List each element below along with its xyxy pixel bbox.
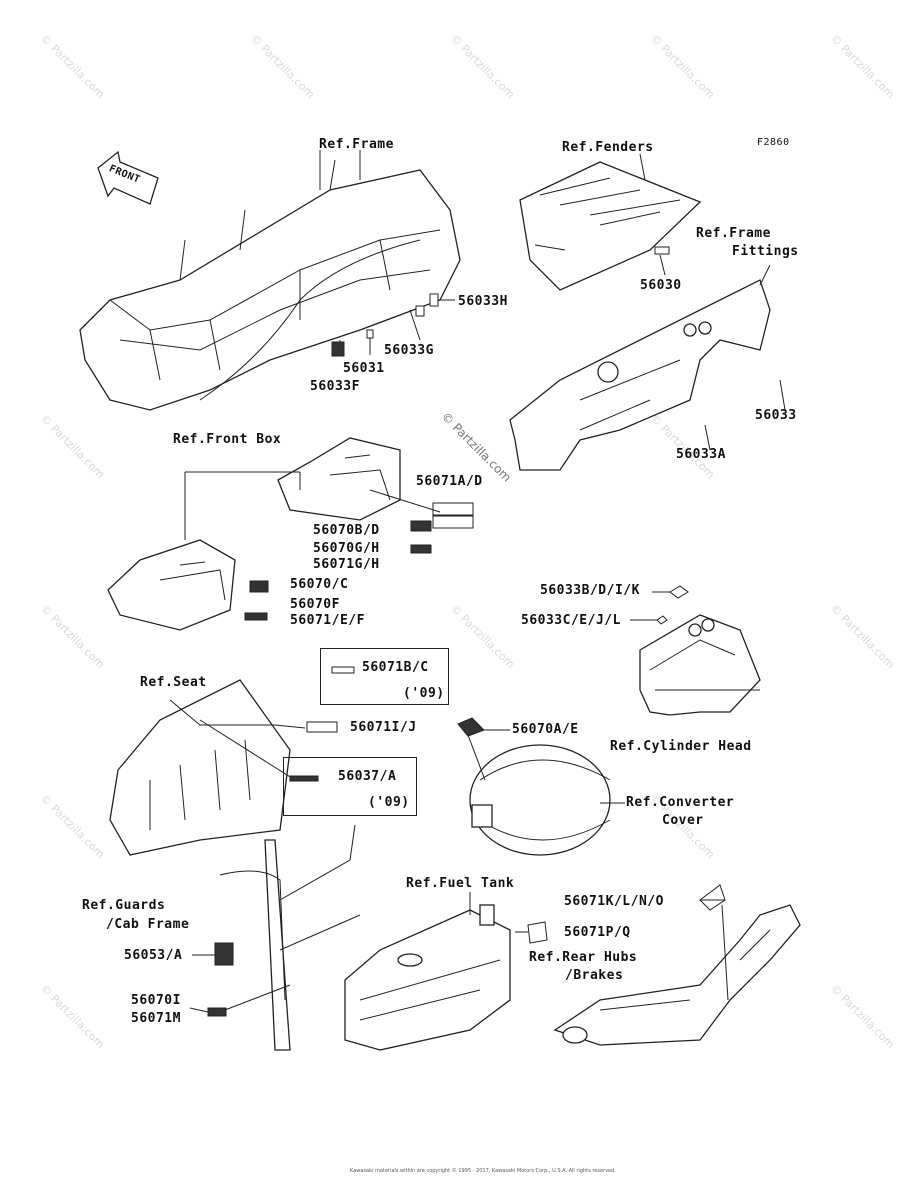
part-56071pq[interactable]: 56071P/Q (564, 925, 631, 940)
ref-rear-hubs-label-2: /Brakes (565, 968, 624, 983)
rear-hubs-drawing (553, 904, 801, 1046)
year-09-b: ('09) (368, 795, 410, 810)
part-56071gh[interactable]: 56071G/H (313, 557, 380, 572)
front-arrow-icon (97, 150, 159, 205)
part-56071ad[interactable]: 56071A/D (416, 474, 483, 489)
ref-fuel-tank-label: Ref.Fuel Tank (406, 876, 515, 891)
part-56071ij[interactable]: 56071I/J (350, 720, 417, 735)
ref-front-box-label: Ref.Front Box (173, 432, 282, 447)
fenders-drawing (519, 161, 702, 291)
fuel-tank-drawing (344, 904, 511, 1051)
converter-cover-drawing (469, 744, 611, 856)
copyright-footer: Kawasaki materials within are copyright … (350, 1168, 616, 1174)
frame-drawing (79, 150, 461, 411)
ref-guards-label-1: Ref.Guards (82, 898, 166, 913)
part-56053a[interactable]: 56053/A (124, 948, 183, 963)
part-56070i[interactable]: 56070I (131, 993, 181, 1008)
part-56030[interactable]: 56030 (640, 278, 682, 293)
ref-seat-label: Ref.Seat (140, 675, 207, 690)
ref-converter-label-1: Ref.Converter (626, 795, 735, 810)
diagram-code: F2860 (757, 137, 790, 148)
ref-guards-label-2: /Cab Frame (106, 917, 190, 932)
part-56033f[interactable]: 56033F (310, 379, 360, 394)
ref-frame-fittings-label-1: Ref.Frame (696, 226, 771, 241)
ref-rear-hubs-label-1: Ref.Rear Hubs (529, 950, 638, 965)
ref-fenders-label: Ref.Fenders (562, 140, 654, 155)
year-09-a: ('09) (403, 686, 445, 701)
part-56037a[interactable]: 56037/A (338, 769, 397, 784)
part-56071m[interactable]: 56071M (131, 1011, 181, 1026)
part-56071bc[interactable]: 56071B/C (362, 660, 429, 675)
callout-box-56071bc (320, 648, 449, 705)
ref-converter-label-2: Cover (662, 813, 704, 828)
part-56071klno[interactable]: 56071K/L/N/O (564, 894, 664, 909)
part-56070gh[interactable]: 56070G/H (313, 541, 380, 556)
part-56070bd[interactable]: 56070B/D (313, 523, 380, 538)
front-box-upper-drawing (277, 437, 401, 521)
part-56033a[interactable]: 56033A (676, 447, 726, 462)
ref-cylinder-head-label: Ref.Cylinder Head (610, 739, 752, 754)
part-56033h[interactable]: 56033H (458, 294, 508, 309)
frame-fittings-drawing (509, 279, 771, 471)
part-56031[interactable]: 56031 (343, 361, 385, 376)
part-56070f[interactable]: 56070F (290, 597, 340, 612)
part-56033g[interactable]: 56033G (384, 343, 434, 358)
part-56033[interactable]: 56033 (755, 408, 797, 423)
seat-drawing (109, 679, 291, 856)
part-56033cejl[interactable]: 56033C/E/J/L (521, 613, 621, 628)
guards-drawing (219, 824, 361, 1051)
ref-frame-label: Ref.Frame (319, 137, 394, 152)
ref-frame-fittings-label-2: Fittings (732, 244, 799, 259)
part-56071ef[interactable]: 56071/E/F (290, 613, 365, 628)
front-box-lower-drawing (107, 539, 236, 631)
callout-box-56037a (283, 757, 417, 816)
part-56070c[interactable]: 56070/C (290, 577, 349, 592)
part-56070ae[interactable]: 56070A/E (512, 722, 579, 737)
cylinder-head-drawing (639, 614, 761, 716)
part-56033bdik[interactable]: 56033B/D/I/K (540, 583, 640, 598)
